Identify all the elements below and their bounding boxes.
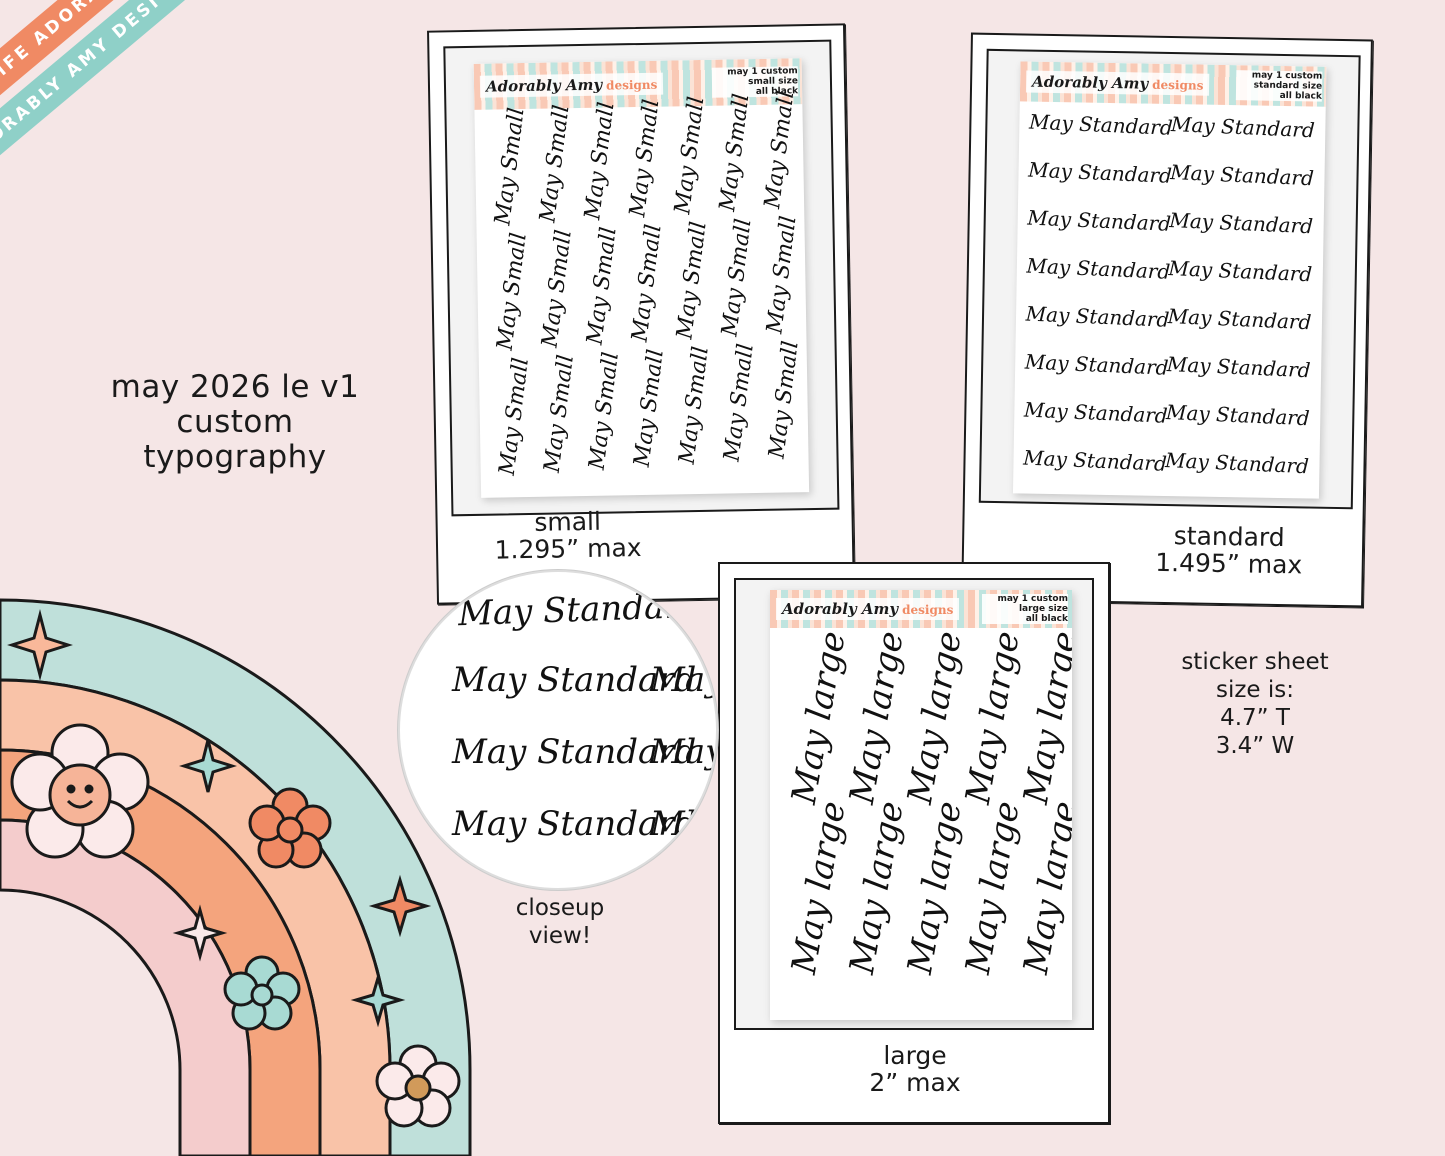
small-sticker-word: May Small — [584, 350, 624, 472]
closeup-word: May Standard — [452, 804, 697, 844]
closeup-word: May Standard — [452, 660, 697, 700]
small-sticker-word: May Small — [539, 353, 579, 474]
plan-life-adorably-ribbon: PLAN LIFE ADORABLY • PLAN LIFE ADORABLY … — [0, 0, 352, 328]
orange-flower-icon — [248, 787, 332, 869]
rainbow-illustration — [0, 598, 472, 1156]
sparkle-icon — [350, 972, 406, 1028]
small-sticker-word: May Small — [764, 339, 804, 460]
standard-sticker-word: May Standard — [1026, 253, 1171, 284]
standard-sticker-word: May Standard — [1168, 208, 1314, 239]
small-sticker-word: May Small — [492, 231, 532, 352]
small-sticker-word: May Small — [762, 214, 802, 335]
small-sticker-word: May Small — [537, 228, 577, 349]
closeup-word-partial: May — [650, 732, 718, 772]
standard-sticker-word: May Standard — [1167, 304, 1312, 335]
small-sticker-word: May Small — [629, 347, 669, 469]
small-sticker-word: May Small — [535, 103, 575, 224]
sparkle-icon — [368, 874, 432, 938]
small-sticker-word: May Small — [627, 222, 667, 344]
white-flower-icon — [375, 1044, 461, 1128]
standard-sticker-word: May Standard — [1169, 160, 1315, 191]
standard-sticker-word: May Standard — [1166, 352, 1312, 383]
title-line-3: typography — [143, 439, 327, 475]
large-sticker-word: May large — [1016, 628, 1072, 807]
large-sticker-word: May large — [784, 628, 854, 807]
title-line-1: may 2026 le v1 — [110, 369, 360, 405]
large-sticker-word: May large — [900, 798, 970, 977]
small-sticker-word: May Small — [494, 356, 534, 477]
standard-sticker-word: May Standard — [1023, 397, 1169, 428]
small-sticker-word: May Small — [490, 106, 530, 227]
standard-sticker-word: May Standard — [1027, 157, 1173, 188]
sparkle-icon — [179, 739, 237, 793]
standard-sticker-word: May Standard — [1168, 256, 1313, 287]
small-sticker-word: May Small — [625, 97, 665, 219]
standard-sticker-word: May Standard — [1165, 400, 1311, 431]
standard-sticker-word: May Standard — [1170, 112, 1316, 143]
sparkle-icon — [172, 904, 228, 962]
adorably-amy-designs-ribbon: ADORABLY AMY DESIGNS • ADORABLY AMY DESI… — [0, 0, 352, 388]
closeup-word-partial: Ma — [650, 804, 706, 844]
large-sticker-word: May large — [784, 798, 854, 977]
ribbon-text: ADORABLY AMY DESIGNS • ADORABLY AMY DESI… — [0, 0, 351, 381]
small-sticker-word: May Small — [717, 217, 757, 338]
closeup-word: May Standard — [457, 585, 703, 635]
large-sticker-word: May large — [958, 628, 1028, 807]
small-sticker-word: May Small — [715, 92, 755, 213]
standard-sticker-word: May Standard — [1164, 447, 1310, 479]
closeup-word: May Standard — [452, 732, 697, 772]
standard-sticker-word: May Standard — [1026, 205, 1172, 236]
ribbon-text: PLAN LIFE ADORABLY • PLAN LIFE ADORABLY … — [0, 0, 351, 321]
small-sticker-word: May Small — [580, 100, 620, 222]
smiley-flower-icon — [10, 723, 150, 859]
large-sticker-word: May large — [842, 798, 912, 977]
large-sticker-word: May large — [842, 628, 912, 807]
large-sticker-word: May large — [900, 628, 970, 807]
large-sticker-word: May large — [1016, 798, 1072, 977]
teal-flower-icon — [223, 955, 301, 1031]
closeup-magnifier: May Standard May Standard May May Standa… — [398, 570, 718, 890]
standard-sticker-word: May Standard — [1024, 349, 1170, 380]
title-line-2: custom — [176, 404, 294, 440]
standard-sticker-word: May Standard — [1022, 445, 1168, 476]
large-sticker-word: May large — [958, 798, 1028, 977]
small-sticker-word: May Small — [719, 342, 759, 463]
sparkle-icon — [7, 609, 73, 681]
small-sticker-word: May Small — [672, 220, 712, 341]
small-sticker-word: May Small — [760, 89, 800, 210]
closeup-word-partial: May — [650, 660, 718, 700]
product-title: may 2026 le v1 custom typography — [70, 370, 400, 475]
standard-sticker-word: May Standard — [1025, 301, 1170, 332]
small-sticker-word: May Small — [674, 345, 714, 466]
small-sticker-word: May Small — [670, 95, 710, 216]
standard-sticker-word: May Standard — [1028, 109, 1174, 140]
small-sticker-word: May Small — [582, 225, 622, 347]
